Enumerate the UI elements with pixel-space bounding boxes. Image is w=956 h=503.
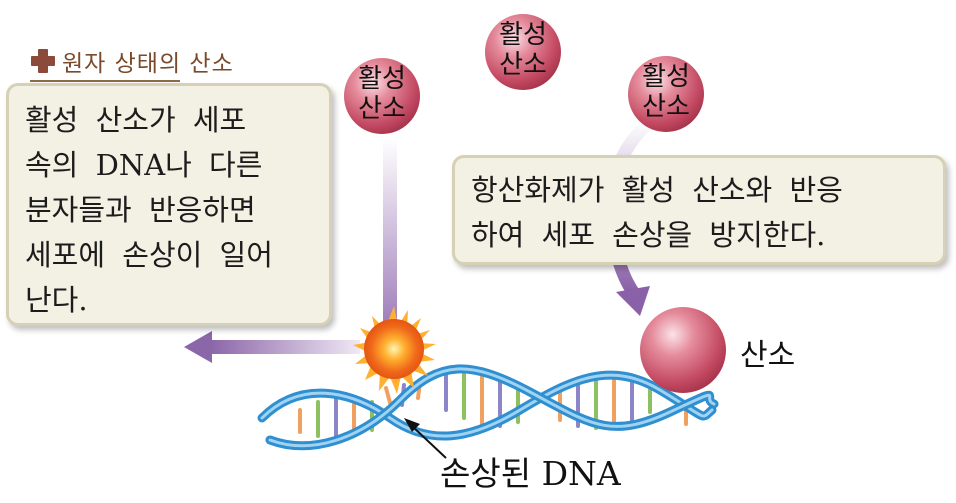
damaged-dna-label: 손상된 DNA <box>440 454 621 493</box>
oxygen-label: 산소 <box>740 338 796 373</box>
active-oxygen-sphere-3 <box>628 56 704 132</box>
damage-arrow-left <box>184 331 360 363</box>
active-oxygen-label-1: 활성 산소 <box>358 64 406 124</box>
right-box-line-2: 하여 세포 손상을 방지한다. <box>471 218 826 252</box>
heading-title: 원자 상태의 산소 <box>62 51 234 77</box>
active-oxygen-sphere-1 <box>344 58 420 134</box>
heading-underline <box>30 80 180 82</box>
active-oxygen-label-2: 활성 산소 <box>499 20 547 80</box>
dna-helix <box>257 364 719 451</box>
left-box-line-5: 난다. <box>25 283 88 317</box>
explanation-box-left: 활성 산소가 세포 속의 DNA나 다른 분자들과 반응하면 세포에 손상이 일… <box>6 83 332 326</box>
active-oxygen-label-3: 활성 산소 <box>642 62 690 122</box>
plus-icon <box>31 49 55 73</box>
right-box-line-1: 항산화제가 활성 산소와 반응 <box>471 173 843 207</box>
oxygen-sphere <box>640 307 726 393</box>
active-oxygen-sphere-2 <box>485 14 561 90</box>
left-box-line-3: 분자들과 반응하면 <box>25 193 256 227</box>
damaged-dna-pointer <box>404 418 447 459</box>
heading: 원자 상태의 산소 <box>30 44 234 78</box>
left-box-line-4: 세포에 손상이 일어 <box>25 238 273 272</box>
left-box-line-2: 속의 DNA나 다른 <box>25 148 263 182</box>
damage-burst-icon <box>353 306 436 394</box>
left-box-line-1: 활성 산소가 세포 <box>25 103 247 137</box>
explanation-box-right: 항산화제가 활성 산소와 반응 하여 세포 손상을 방지한다. <box>452 155 946 265</box>
attack-arrow-vertical <box>383 138 397 328</box>
